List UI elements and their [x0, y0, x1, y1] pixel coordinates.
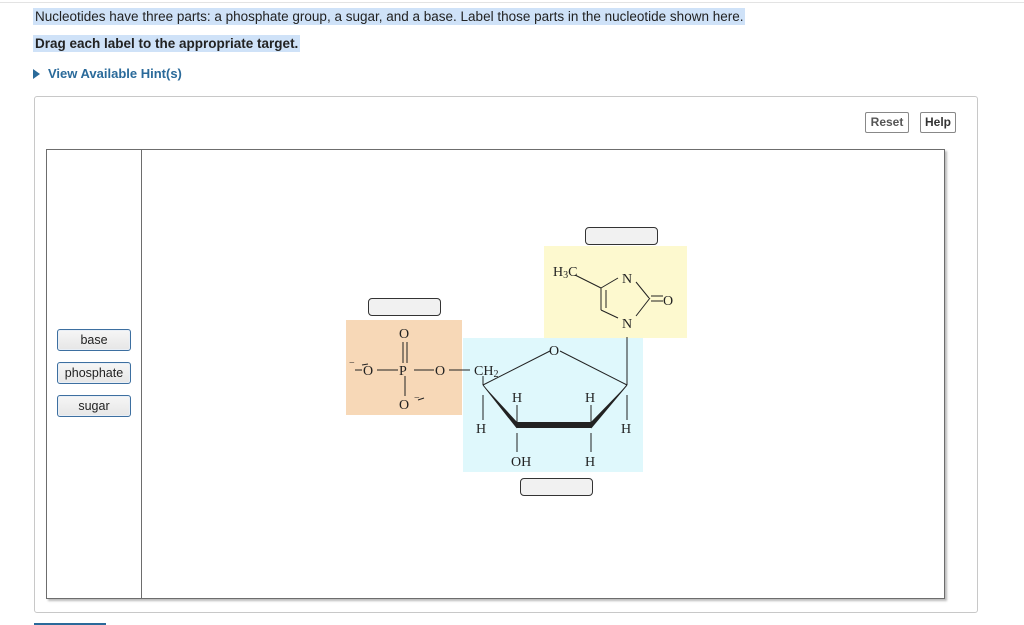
ch2-subscript: 2: [493, 369, 498, 380]
phosphate-p: P: [399, 364, 407, 379]
base-n-top: N: [622, 272, 632, 287]
methyl-label: H3C: [553, 265, 577, 281]
reset-button[interactable]: Reset: [865, 112, 909, 133]
methyl-subscript: 3: [563, 270, 568, 281]
view-hints-label: View Available Hint(s): [48, 66, 182, 81]
drag-instruction: Drag each label to the appropriate targe…: [33, 35, 301, 52]
label-phosphate[interactable]: phosphate: [57, 362, 131, 384]
phosphate-group-region: [346, 320, 462, 415]
phosphate-o-bottom: O: [399, 398, 409, 413]
phosphate-o-top: O: [399, 327, 409, 342]
sugar-h-c2-down: H: [585, 455, 595, 470]
methyl-h: H: [553, 265, 563, 280]
minus-sign-left: −: [349, 358, 355, 369]
base-carbonyl-o: O: [663, 294, 673, 309]
drop-target-base[interactable]: [585, 227, 658, 245]
ch2-text: CH: [474, 364, 493, 379]
minus-sign-bottom: −: [414, 393, 420, 404]
top-divider: [0, 2, 1024, 3]
sugar-h-c3-up: H: [512, 391, 522, 406]
methyl-c: C: [568, 265, 577, 280]
sugar-ring-bold-edge: [483, 385, 627, 428]
ch2-label: CH2: [474, 364, 498, 380]
view-hints-link[interactable]: View Available Hint(s): [33, 66, 182, 81]
drop-target-sugar[interactable]: [520, 478, 593, 496]
expand-triangle-icon: [33, 69, 40, 79]
phosphate-o-bridge: O: [435, 364, 445, 379]
sugar-oh: OH: [511, 455, 531, 470]
sugar-region: [463, 338, 643, 472]
help-button[interactable]: Help: [920, 112, 956, 133]
base-n-bottom: N: [622, 317, 632, 332]
label-bank-divider: [141, 149, 142, 599]
label-sugar[interactable]: sugar: [57, 395, 131, 417]
sugar-ring-o: O: [549, 344, 559, 359]
question-prompt: Nucleotides have three parts: a phosphat…: [33, 8, 746, 25]
sugar-h-c4: H: [476, 422, 486, 437]
phosphate-o-minus-left: O: [363, 364, 373, 379]
drop-target-phosphate[interactable]: [368, 298, 441, 316]
base-region: [544, 246, 687, 338]
sugar-h-c2-up: H: [585, 391, 595, 406]
scroll-indicator: [34, 623, 106, 625]
label-base[interactable]: base: [57, 329, 131, 351]
sugar-h-c1: H: [621, 422, 631, 437]
